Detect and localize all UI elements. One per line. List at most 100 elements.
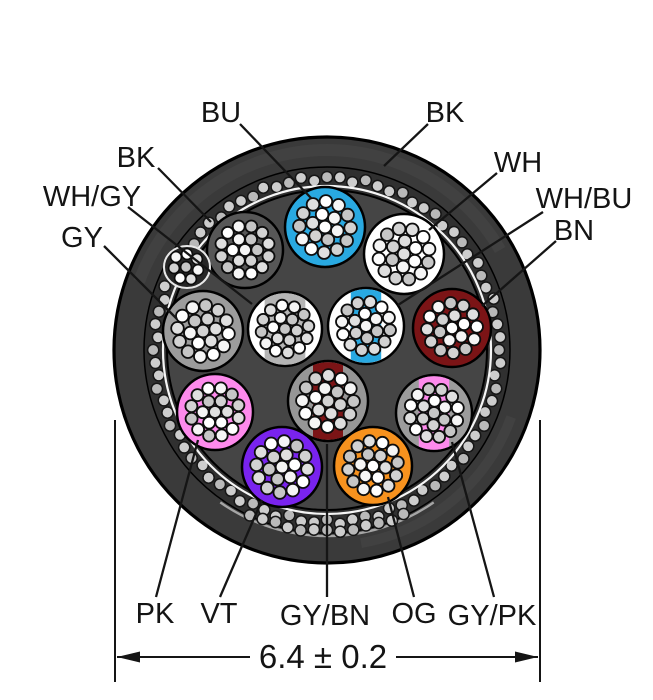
- conductor-strand: [292, 218, 307, 234]
- conductor-strand: [420, 322, 435, 337]
- leader-lines: [103, 123, 557, 598]
- conductor-strand: [295, 231, 310, 247]
- conductor-strand: [333, 397, 348, 412]
- conductor-strand: [220, 225, 235, 240]
- conductor-strand: [201, 381, 216, 396]
- cable-body: [112, 135, 542, 565]
- shield-braid-wire: [397, 507, 410, 521]
- shield-braid-wire: [149, 356, 162, 370]
- conductor-strand: [272, 485, 288, 500]
- shield-braid-wire: [485, 394, 499, 408]
- conductor-strand: [298, 449, 313, 464]
- conductor-strand: [193, 349, 208, 364]
- conductor-strand: [298, 406, 313, 421]
- conductor-strand: [264, 303, 278, 317]
- conductor-strand: [336, 327, 351, 342]
- conductor-strand: [363, 295, 378, 309]
- conductor-strand: [290, 324, 304, 338]
- conductor-strand: [311, 402, 326, 418]
- shield-braid-wire: [146, 343, 160, 357]
- conductor-strand: [308, 228, 323, 244]
- conductor-strand: [333, 416, 348, 431]
- conductor-strand: [458, 341, 473, 356]
- conductor-strand: [397, 233, 413, 249]
- conductor-strand: [431, 300, 446, 315]
- conductor-strand: [214, 415, 229, 430]
- conductor-strand: [244, 253, 259, 268]
- conductor-strand: [407, 254, 422, 269]
- conductor-strand: [375, 435, 390, 450]
- conductor-strand: [403, 398, 418, 413]
- conductor-gy-bn: [286, 359, 370, 443]
- shield-braid-wire: [371, 179, 384, 193]
- conductor-strand: [285, 312, 300, 327]
- conductor-strand: [275, 298, 289, 313]
- conductor-strand: [308, 390, 323, 405]
- conductor-strand: [320, 232, 336, 247]
- conductor-strand: [330, 384, 345, 400]
- conductor-strand: [216, 338, 231, 354]
- conductor-og: [332, 425, 414, 507]
- shield-braid-wire: [157, 393, 171, 407]
- label-bn: BN: [554, 215, 594, 247]
- conductor-strand: [305, 197, 321, 212]
- shield-braid-wire: [152, 368, 166, 382]
- conductor-strand: [198, 298, 213, 313]
- leader-line-wh: [428, 172, 498, 231]
- shield-braid-wire: [346, 513, 359, 526]
- label-wh-gy: WH/GY: [43, 181, 141, 213]
- conductor-gy: [161, 289, 245, 373]
- label-bk-core: BK: [117, 142, 156, 174]
- conductor-strand: [249, 457, 264, 473]
- shield-braid-wire: [468, 429, 482, 442]
- conductor-strand: [445, 389, 460, 404]
- conductor-strand: [377, 334, 392, 349]
- conductor-strand: [220, 404, 235, 419]
- conductor-strand: [244, 232, 259, 247]
- conductor-strand: [388, 271, 403, 286]
- conductor-strand: [292, 341, 307, 355]
- shield-braid-wire: [487, 292, 501, 305]
- conductor-strand: [341, 462, 356, 477]
- dimension-text: 6.4 ± 0.2: [259, 638, 387, 675]
- conductor-strand: [443, 296, 458, 311]
- conductor-strand: [185, 300, 200, 315]
- shield-braid-wire: [246, 497, 260, 510]
- leader-line-gy-pk: [450, 441, 496, 598]
- drain-wire: [179, 260, 193, 274]
- conductor-strand: [389, 468, 404, 483]
- conductor-strand: [346, 394, 361, 409]
- conductor-strand: [231, 232, 246, 247]
- conductor-strand: [370, 324, 385, 339]
- conductor-strand: [305, 215, 320, 231]
- conductor-strand: [447, 308, 462, 323]
- conductor-strand: [385, 252, 400, 267]
- conductor-strand: [433, 343, 448, 358]
- conductor-strand: [224, 387, 239, 402]
- conductor-strand: [244, 219, 259, 234]
- shield-braid-wire: [202, 216, 216, 230]
- conductor-strand: [183, 325, 198, 341]
- shield-braid-wire: [233, 494, 247, 508]
- conductor-strand: [422, 309, 437, 324]
- label-vt: VT: [200, 598, 237, 630]
- conductor-strand: [261, 236, 276, 251]
- conductor-strand: [403, 411, 418, 426]
- conductor-strand: [465, 307, 480, 322]
- conductor-strand: [443, 424, 458, 439]
- conductor-strand: [296, 206, 311, 221]
- conductor-strand: [214, 428, 229, 443]
- conductor-strand: [385, 443, 400, 458]
- shield-braid-wire: [474, 269, 488, 283]
- conductor-strand: [191, 422, 206, 437]
- conductor-strand: [307, 415, 323, 431]
- conductor-strand: [408, 241, 423, 256]
- drain-wire: [173, 271, 187, 285]
- conductor-strand: [467, 332, 482, 347]
- conductor-strand: [419, 429, 434, 444]
- conductor-strand: [289, 438, 304, 454]
- label-gy-pk: GY/PK: [448, 600, 537, 632]
- conductor-strand: [273, 311, 288, 325]
- dimension-arrow-right: [515, 651, 538, 663]
